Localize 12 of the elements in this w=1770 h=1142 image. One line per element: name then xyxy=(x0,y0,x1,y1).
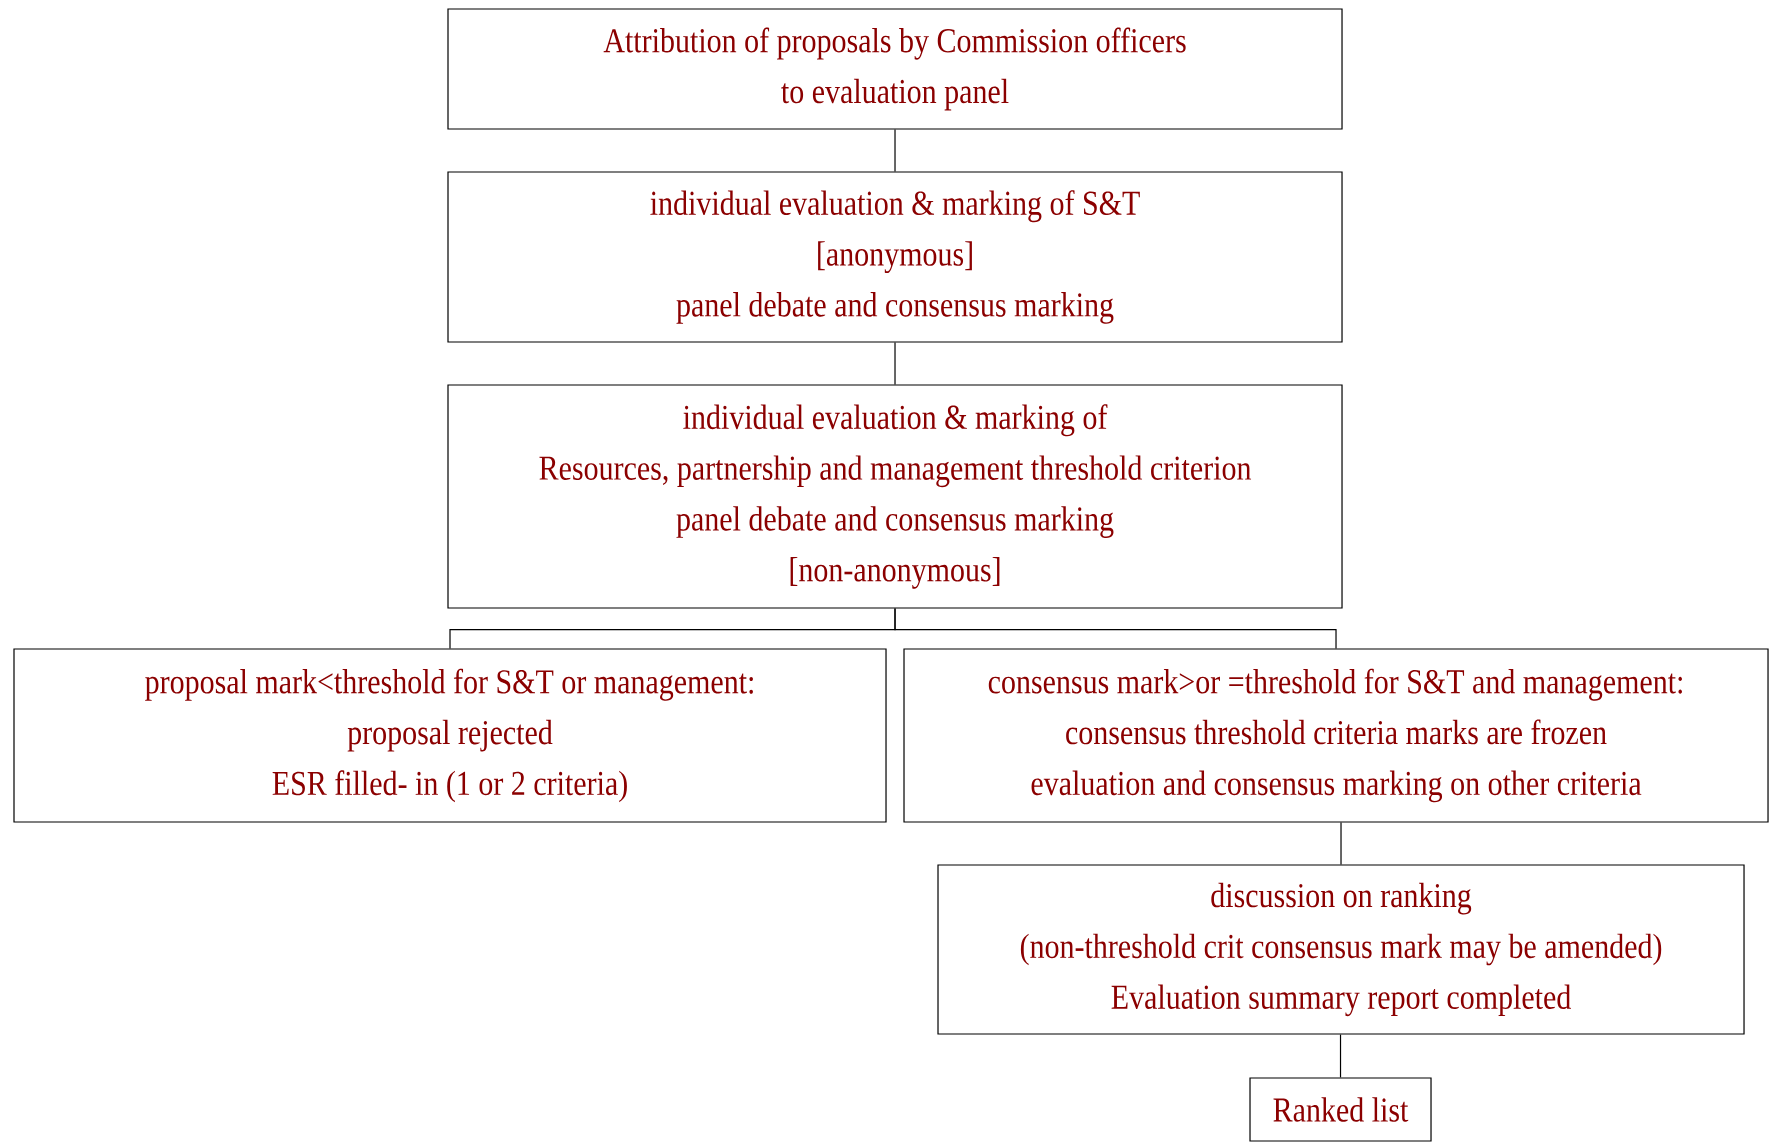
process-box: proposal mark<threshold for S&T or management: proposal rejected ESR filled- in (1 or 2 criteria) xyxy=(13,648,887,823)
process-box: consensus mark>or =threshold for S&T and management: consensus threshold criteria marks are frozen evaluation and consensus marking on other criteria xyxy=(903,648,1769,823)
process-box: Ranked list xyxy=(1249,1077,1432,1142)
process-box: individual evaluation & marking of Resources, partnership and management threshold criterion panel debate and consensus marking [non-anonymous] xyxy=(447,384,1343,609)
process-box: Attribution of proposals by Commission officers to evaluation panel xyxy=(447,8,1343,130)
connector-line xyxy=(894,342,896,385)
process-box: individual evaluation & marking of S&T [anonymous] panel debate and consensus marking xyxy=(447,171,1343,343)
process-box: discussion on ranking (non-threshold crit consensus mark may be amended) Evaluation summary report completed xyxy=(937,864,1745,1035)
connector-line xyxy=(1340,822,1342,865)
connector-line xyxy=(894,129,896,172)
connector-line xyxy=(894,608,1337,649)
connector-line xyxy=(1339,1034,1342,1078)
